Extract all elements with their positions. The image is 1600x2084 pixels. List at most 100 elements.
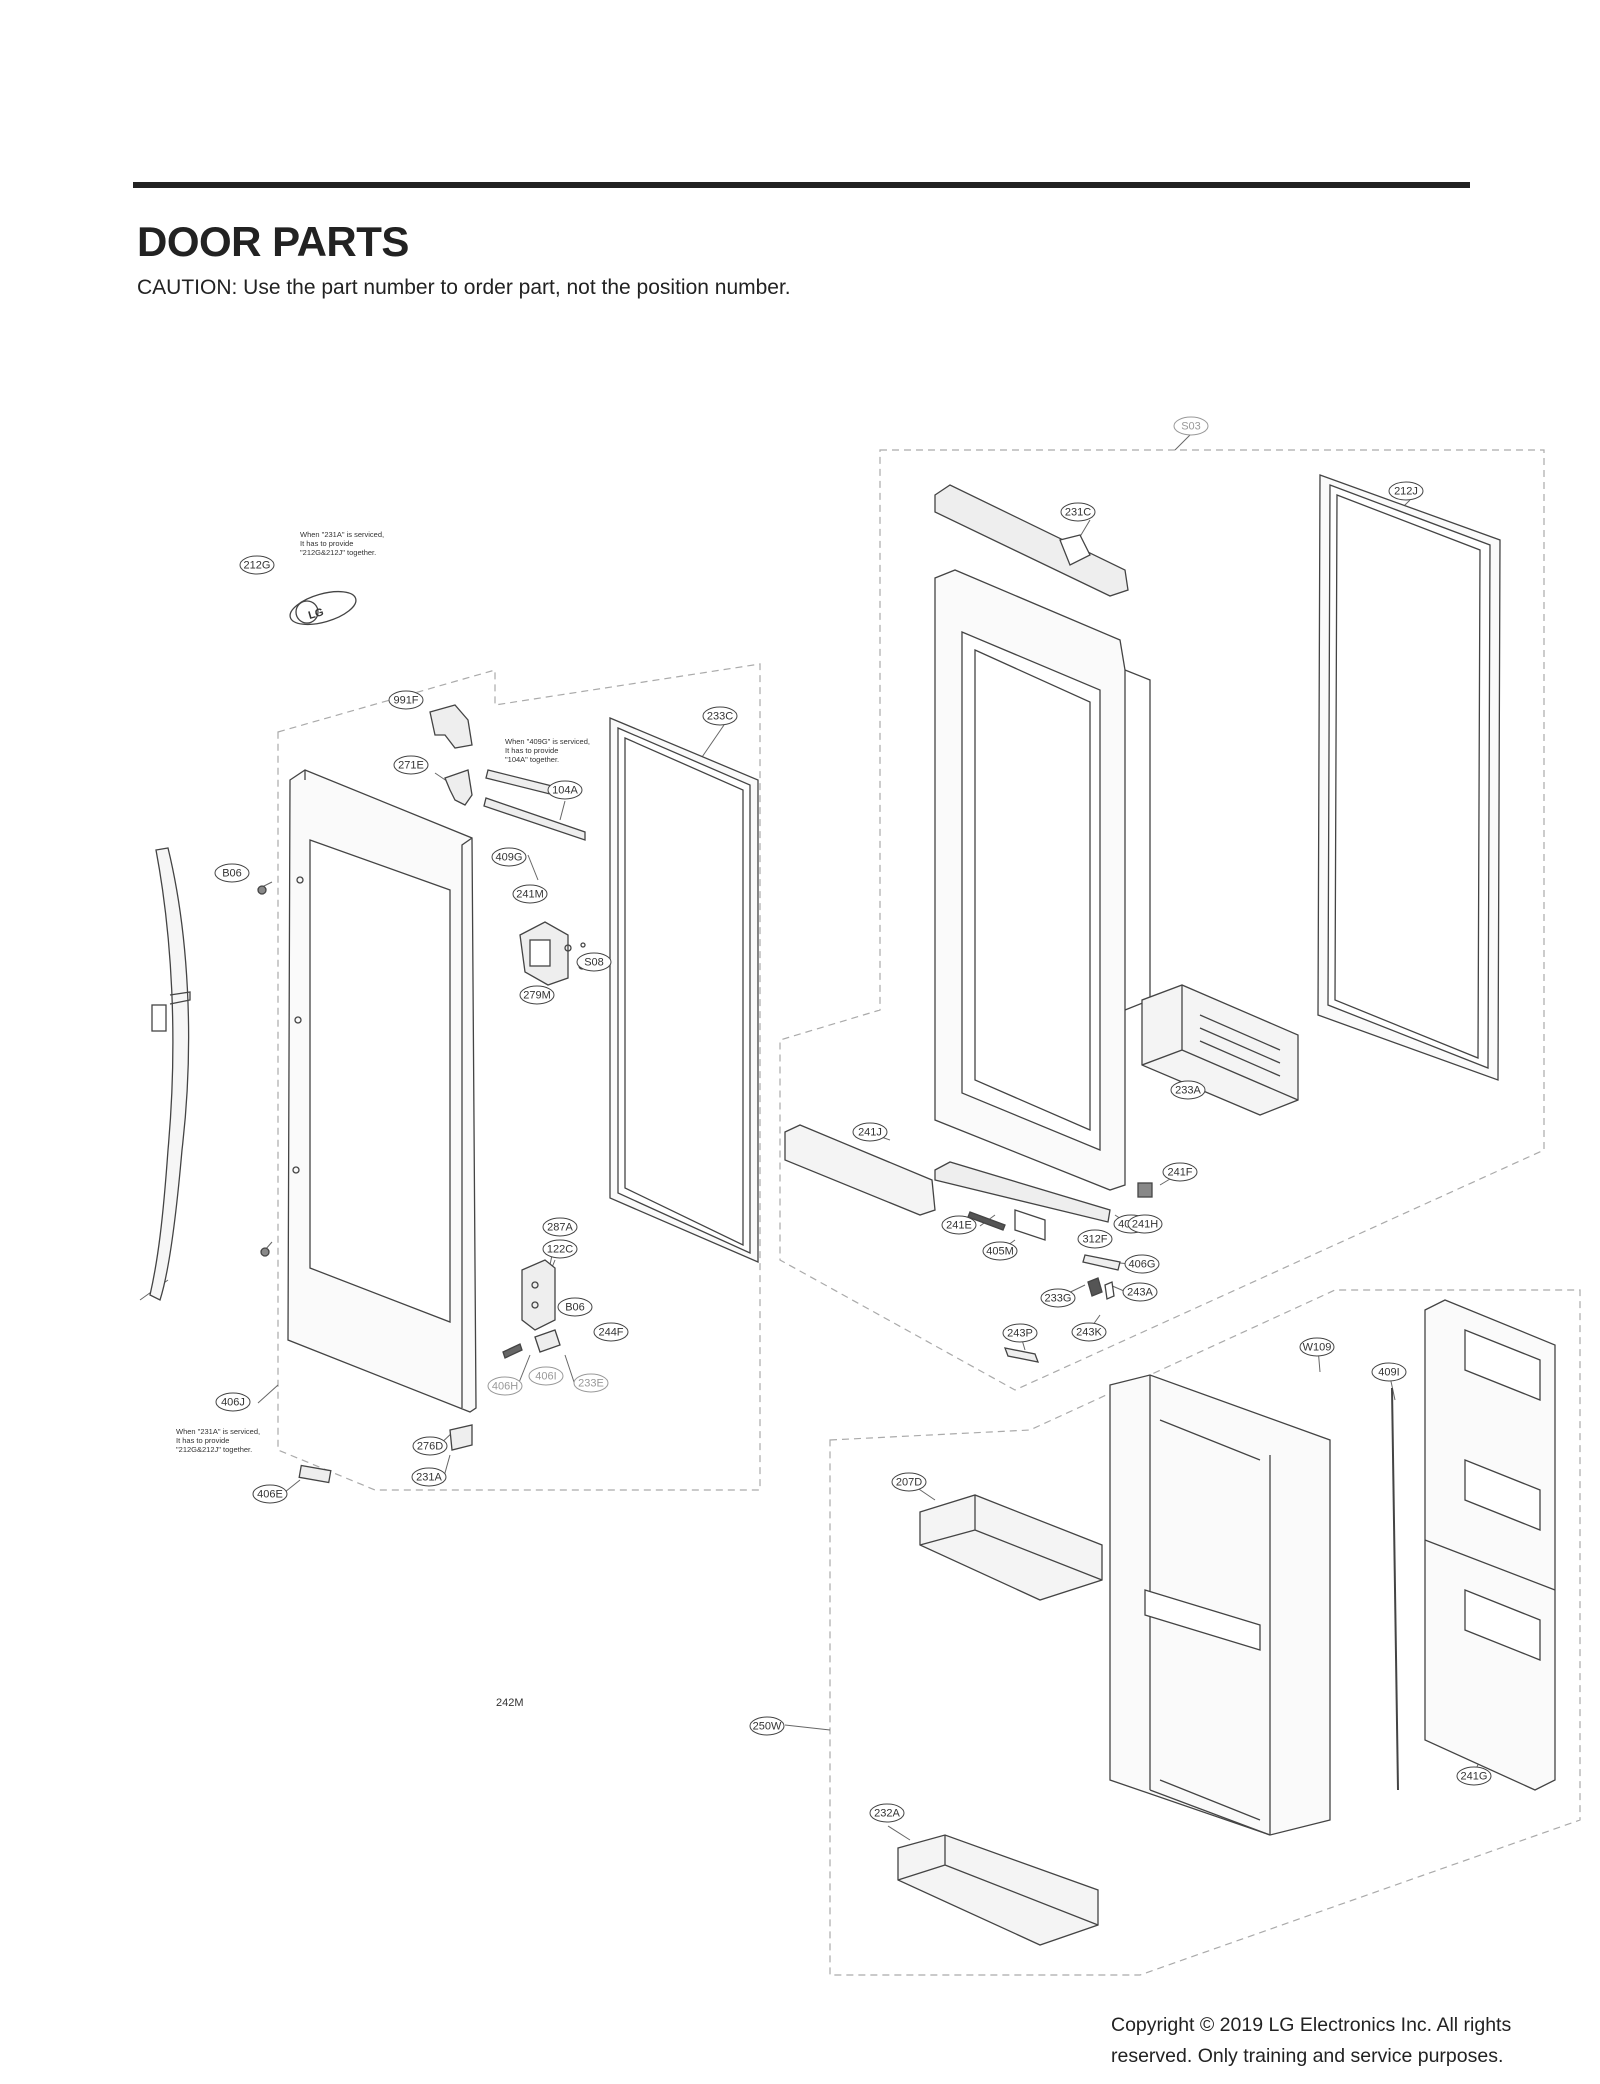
callout-212j: 212J xyxy=(1388,481,1424,501)
callout-text: 241J xyxy=(858,1127,882,1139)
callout-406h: 406H xyxy=(487,1376,523,1396)
note-top-line3: "212G&212J" together. xyxy=(300,548,376,557)
callout-bubble xyxy=(239,555,275,575)
callout-text: 241F xyxy=(1167,1167,1192,1179)
callout-text: 409G xyxy=(496,852,523,864)
door-231a-window xyxy=(309,839,451,1323)
notes: When "231A" is serviced, It has to provi… xyxy=(176,530,590,1454)
callout-bubble xyxy=(1456,1766,1492,1786)
part-409g xyxy=(483,797,586,841)
callout-bubble xyxy=(214,863,250,883)
callout-text: 233A xyxy=(1175,1085,1201,1097)
callout-bubble xyxy=(1388,481,1424,501)
callout-bubble xyxy=(1127,1214,1163,1234)
label-242m: 242M xyxy=(496,1697,524,1709)
caution-text: CAUTION: Use the part number to order pa… xyxy=(137,276,791,299)
callout-text: 122C xyxy=(547,1244,573,1256)
callout-271e: 271E xyxy=(393,755,429,775)
callout-bubble xyxy=(388,690,424,710)
callout-text: S08 xyxy=(584,957,604,969)
callout-231c: 231C xyxy=(1060,502,1096,522)
callout-409i: 409I xyxy=(1371,1362,1407,1382)
part-243p xyxy=(1087,1277,1103,1297)
callout-bubble xyxy=(393,755,429,775)
callout-bubble xyxy=(1002,1323,1038,1343)
callout-bubble xyxy=(573,1373,609,1393)
callout-bubble xyxy=(1077,1229,1113,1249)
header-rule xyxy=(133,182,1470,188)
part-991f xyxy=(429,704,473,749)
part-406h xyxy=(534,1329,561,1353)
callout-s08: S08 xyxy=(576,952,612,972)
callout-text: 241G xyxy=(1461,1771,1488,1783)
callout-text: 241H xyxy=(1132,1219,1158,1231)
callout-text: 233C xyxy=(707,711,733,723)
callout-text: 276D xyxy=(417,1441,443,1453)
part-276d xyxy=(502,1343,523,1359)
bin-241h xyxy=(897,1834,1099,1946)
handle-244f xyxy=(149,847,190,1301)
part-271e xyxy=(444,769,473,806)
note-bottom-line3: "212G&212J" together. xyxy=(176,1445,252,1454)
callout-text: 241E xyxy=(946,1220,972,1232)
callout-bubble xyxy=(941,1215,977,1235)
callout-bubble xyxy=(852,1122,888,1142)
callout-bubble xyxy=(252,1484,288,1504)
callout-bubble xyxy=(528,1366,564,1386)
callout-991f: 991F xyxy=(388,690,424,710)
callout-text: 232A xyxy=(874,1808,900,1820)
callout-312f: 312F xyxy=(1077,1229,1113,1249)
callout-bubble xyxy=(512,884,548,904)
callout-bubble xyxy=(1299,1337,1335,1357)
callout-text: 243K xyxy=(1076,1327,1102,1339)
note-bottom-line2: It has to provide xyxy=(176,1436,229,1445)
callout-bubble xyxy=(1170,1080,1206,1100)
callout-241f: 241F xyxy=(1162,1162,1198,1182)
callout-text: W109 xyxy=(1303,1342,1332,1354)
callout-bubble xyxy=(1122,1282,1158,1302)
page-title: DOOR PARTS xyxy=(137,218,409,265)
callout-text: 287A xyxy=(547,1222,573,1234)
callout-text: 312F xyxy=(1082,1234,1107,1246)
callout-text: 243P xyxy=(1007,1328,1033,1340)
callout-text: 406I xyxy=(535,1371,556,1383)
callout-bubble xyxy=(702,706,738,726)
callout-w109: W109 xyxy=(1299,1337,1335,1357)
callout-text: 212G xyxy=(244,560,271,572)
callout-text: 243A xyxy=(1127,1287,1153,1299)
callout-text: 405M xyxy=(986,1246,1014,1258)
callout-text: 406J xyxy=(221,1397,245,1409)
callout-250w: 250W xyxy=(749,1716,785,1736)
callout-text: 991F xyxy=(393,695,418,707)
callout-bubble xyxy=(542,1239,578,1259)
callout-text: 406H xyxy=(492,1381,518,1393)
hinge-287a xyxy=(521,1259,556,1331)
callout-text: 279M xyxy=(523,990,551,1002)
callout-241j: 241J xyxy=(852,1122,888,1142)
callout-text: 207D xyxy=(896,1477,922,1489)
callout-bubble xyxy=(1124,1254,1160,1274)
note-409g-line3: "104A" together. xyxy=(505,755,559,764)
callout-text: 231C xyxy=(1065,507,1091,519)
callout-bubble xyxy=(1162,1162,1198,1182)
note-top-line2: It has to provide xyxy=(300,539,353,548)
callout-243k: 243K xyxy=(1071,1322,1107,1342)
note-409g-line2: It has to provide xyxy=(505,746,558,755)
callout-241h: 241H xyxy=(1127,1214,1163,1234)
part-drawings xyxy=(149,474,1556,1946)
cap-402b xyxy=(1137,1182,1153,1198)
callout-bubble xyxy=(215,1392,251,1412)
callout-409g: 409G xyxy=(491,847,527,867)
callout-241g: 241G xyxy=(1456,1766,1492,1786)
callout-labels: 212G991F271E104A409G233CB06241MS08279M28… xyxy=(214,416,1492,1823)
callout-text: B06 xyxy=(222,868,242,880)
note-409g-line1: When "409G" is serviced, xyxy=(505,737,590,746)
callout-b06: B06 xyxy=(214,863,250,883)
callout-bubble xyxy=(411,1467,447,1487)
callout-287a: 287A xyxy=(542,1217,578,1237)
callout-bubble xyxy=(576,952,612,972)
callout-bubble xyxy=(487,1376,523,1396)
callout-text: 104A xyxy=(552,785,578,797)
bracket-241j xyxy=(934,484,1129,597)
